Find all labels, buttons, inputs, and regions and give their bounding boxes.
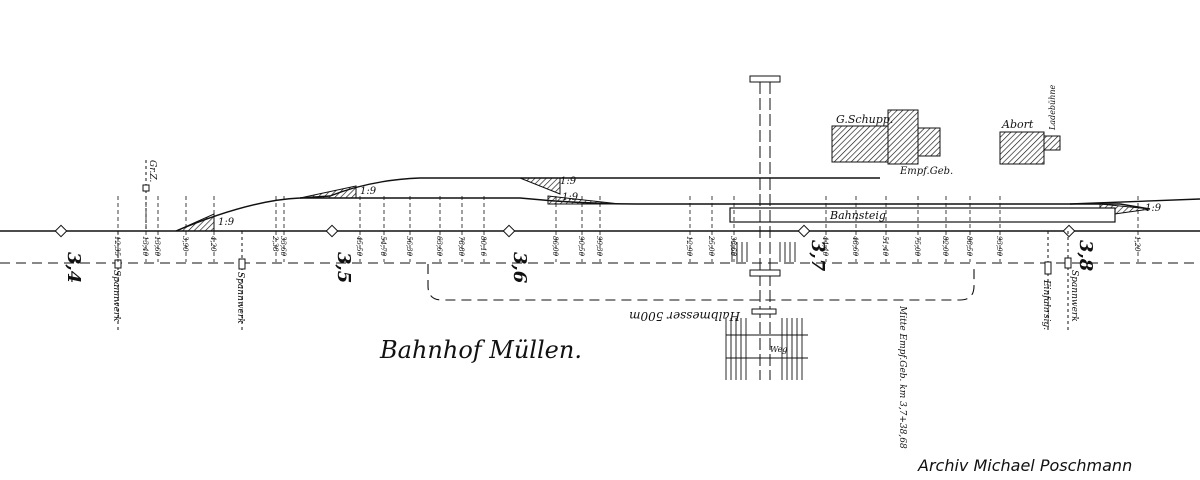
chainage-label: 99,30 <box>595 236 603 257</box>
chainage-label: 88,50 <box>965 236 973 257</box>
station-title: Bahnhof Müllen. <box>380 336 582 364</box>
loading-ramp-label: Ladebühne <box>1048 84 1057 131</box>
km-marker-38: 3,8 <box>1062 224 1096 272</box>
chainage-label: 48,60 <box>851 235 859 257</box>
chainage-label: 63,60 <box>435 236 443 257</box>
km-marker-37-label: 3,7 <box>807 240 828 272</box>
chainage-label: 44,40 <box>821 235 829 257</box>
chainage-label: 51,40 <box>881 236 889 257</box>
chainage-label: 12,35 <box>113 236 121 257</box>
chainage-label: 86,00 <box>551 236 559 257</box>
signal-post-4: Einfahrsig. <box>1041 231 1052 330</box>
chainage-label: 13,60 <box>153 236 161 257</box>
gradient-label-3: 1:9 <box>560 176 577 187</box>
chainage-label: 33,60 <box>279 236 287 257</box>
platform <box>729 207 1116 223</box>
chainage-label: 25,00 <box>707 235 715 257</box>
switch-wedge-4 <box>547 195 621 205</box>
km-marker-38-label: 3,8 <box>1075 240 1096 272</box>
chainage-label: 90,50 <box>577 236 585 257</box>
chainage-label: 78,80 <box>457 236 465 257</box>
chainage-label: 56,30 <box>405 236 413 257</box>
curve-radius-outline <box>427 264 975 301</box>
siding-end-right <box>1069 198 1200 205</box>
chainage-label: 1,20 <box>1133 236 1141 252</box>
road-hatching <box>725 242 808 380</box>
km-marker-34-label: 3,4 <box>63 252 84 283</box>
road-crossing <box>749 75 781 380</box>
chainage-label: 12,90 <box>685 236 693 257</box>
curve-radius-label: Halbmesser 500m <box>629 309 741 323</box>
chainage-label: 4,20 <box>209 235 217 252</box>
goods-shed-label: G.Schupp. <box>836 113 893 126</box>
km-marker-36: 3,6 <box>502 224 530 284</box>
chainage-label: 75,00 <box>913 236 921 257</box>
chainage-label: 2,38 <box>271 235 279 252</box>
switch-wedge-3 <box>519 177 561 195</box>
km-marker-35-label: 3,5 <box>333 252 354 283</box>
center-note: Mitte Empf.Geb. km 3,7+38,68 <box>897 305 907 449</box>
signal-post-2: Spannwerk <box>235 231 246 330</box>
chainage-label: 45,50 <box>355 235 363 257</box>
km-marker-34: 3,4 <box>54 224 84 283</box>
signal-post-5: Gr.Z. <box>142 160 157 231</box>
chainage-label: 3,90 <box>181 236 189 252</box>
chainage-label: 13,40 <box>141 236 149 257</box>
km-marker-37: 3,7 <box>797 224 828 272</box>
gradient-label-4: 1:9 <box>562 192 579 203</box>
toilet-building: Abort <box>999 118 1061 165</box>
km-marker-36-label: 3,6 <box>509 252 530 284</box>
km-marker-35: 3,5 <box>325 224 354 283</box>
chainage-label: 54,78 <box>379 236 387 257</box>
chainage-label: 82,00 <box>941 236 949 257</box>
signal-label-3: Spannwerk <box>1069 270 1079 322</box>
signal-label-4: Einfahrsig. <box>1041 279 1051 330</box>
chainage-label: 93,90 <box>995 236 1003 257</box>
switch-wedge-2 <box>299 185 357 199</box>
road-label: Weg <box>770 345 787 354</box>
signal-label-1: Spannwerk <box>111 270 121 322</box>
chainage-label: 80,16 <box>479 236 487 257</box>
siding-middle <box>300 197 1151 210</box>
signal-label-5: Gr.Z. <box>147 160 157 182</box>
chainage-label: 38,68 <box>729 236 737 257</box>
platform-label: Bahnsteig <box>829 209 886 222</box>
gradient-label-5: 1:9 <box>1145 203 1162 214</box>
gradient-label-2: 1:9 <box>360 186 377 197</box>
gradient-label-1: 1:9 <box>218 217 235 228</box>
archive-credit: Archiv Michael Poschmann <box>918 456 1133 475</box>
goods-shed: G.Schupp. <box>831 109 941 165</box>
signal-label-2: Spannwerk <box>235 272 245 324</box>
signal-post-3: Spannwerk <box>1064 231 1079 330</box>
reception-building-label: Empf.Geb. <box>899 166 953 177</box>
toilet-label: Abort <box>1001 118 1034 131</box>
switch-wedge-1 <box>175 213 215 232</box>
